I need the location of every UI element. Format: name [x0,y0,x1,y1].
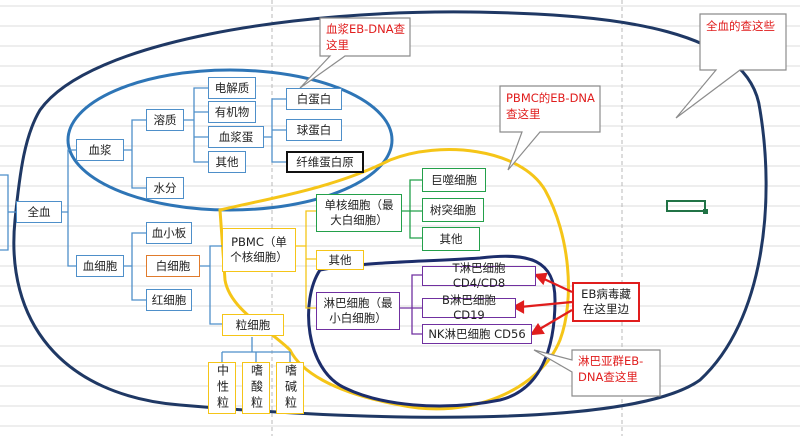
node-basophil[interactable]: 嗜碱粒 [276,362,304,414]
pbmc-outline [218,148,570,411]
node-b-cell[interactable]: B淋巴细胞 CD19 [422,293,516,322]
callout-pbmc-text: PBMC的EB-DNA查这里 [506,91,595,121]
selected-cell[interactable] [666,200,708,214]
node-eosinophil[interactable]: 嗜酸粒 [242,362,270,414]
callout-plasma-text: 血浆EB-DNA查这里 [326,22,406,52]
callout-whole-blood [675,13,787,119]
plasma-oval [66,68,394,212]
callout-pbmc [499,85,601,171]
node-electrolyte[interactable]: 电解质 [208,77,256,99]
node-dendritic[interactable]: 树突细胞 [422,198,484,222]
callout-lymph [533,349,661,397]
node-pbmc-other[interactable]: 其他 [316,250,364,270]
node-globulin[interactable]: 球蛋白 [286,119,342,141]
node-blood-cells[interactable]: 血细胞 [76,255,124,277]
node-organic[interactable]: 有机物 [208,101,256,123]
tree-connectors [0,87,291,362]
node-albumin[interactable]: 白蛋白 [286,88,342,110]
node-plasma-protein[interactable]: 血浆蛋 [208,126,264,148]
callout-plasma [299,17,411,89]
whole-blood-outline [12,10,768,419]
node-nk-cell[interactable]: NK淋巴细胞 CD56 [422,324,532,344]
node-ebv[interactable]: EB病毒藏在这里边 [572,282,640,322]
ebv-arrows [511,272,573,336]
node-plasma[interactable]: 血浆 [76,139,124,161]
node-pbmc[interactable]: PBMC（单个核细胞） [222,228,296,272]
node-fibrinogen[interactable]: 纤维蛋白原 [286,151,364,173]
node-wbc[interactable]: 白细胞 [146,255,200,277]
callout-whole-blood-text: 全血的查这些 [706,19,775,33]
node-rbc[interactable]: 红细胞 [146,289,192,311]
node-whole-blood[interactable]: 全血 [16,201,62,223]
node-neutrophil[interactable]: 中性粒 [208,362,236,414]
node-water[interactable]: 水分 [146,177,184,199]
node-lymphocyte[interactable]: 淋巴细胞（最小白细胞） [316,292,400,330]
node-t-cell[interactable]: T淋巴细胞 CD4/CD8 [422,261,536,290]
node-granulocyte[interactable]: 粒细胞 [222,314,284,336]
node-solute[interactable]: 溶质 [146,109,184,131]
node-other-solute[interactable]: 其他 [208,151,246,173]
node-monocyte[interactable]: 单核细胞（最大白细胞） [316,194,402,232]
callout-lymph-text: 淋巴亚群EB-DNA查这里 [578,354,644,384]
node-mono-other[interactable]: 其他 [422,227,480,251]
node-macrophage[interactable]: 巨噬细胞 [422,168,486,192]
lymph-outline [307,254,557,408]
node-platelet[interactable]: 血小板 [146,222,192,244]
